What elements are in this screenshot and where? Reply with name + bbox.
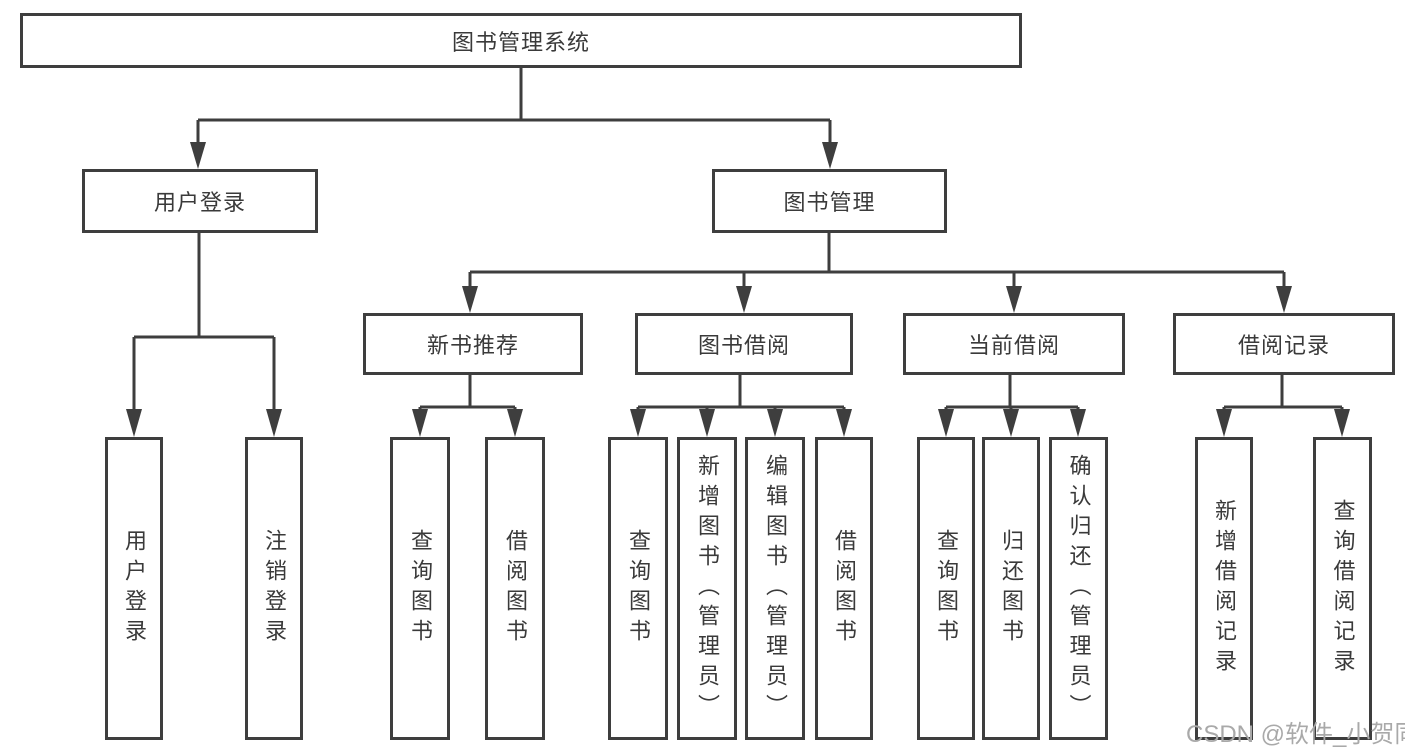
leaf-logout: 注销登录 [245,437,303,740]
leaf-user-login: 用户登录 [105,437,163,740]
leaf-current-return-books: 归还图书 [982,437,1040,740]
node-book-borrowing: 图书借阅 [635,313,853,375]
leaf-records-add-borrow-record: 新增借阅记录 [1195,437,1253,740]
leaf-borrowing-borrow-books: 借阅图书 [815,437,873,740]
leaf-records-query-borrow-record: 查询借阅记录 [1313,437,1372,740]
node-library-system: 图书管理系统 [20,13,1022,68]
arrowheads [126,142,1350,437]
node-user-login: 用户登录 [82,169,318,233]
node-borrow-records: 借阅记录 [1173,313,1395,375]
node-current-borrowing: 当前借阅 [903,313,1125,375]
leaf-recommend-borrow-books: 借阅图书 [485,437,545,740]
csdn-watermark: CSDN @软件_小贺同学 [1186,721,1405,747]
node-book-management: 图书管理 [712,169,947,233]
leaf-recommend-query-books: 查询图书 [390,437,450,740]
leaf-borrowing-edit-books-admin: 编辑图书（管理员） [745,437,805,740]
leaf-borrowing-add-books-admin: 新增图书（管理员） [677,437,737,740]
leaf-borrowing-query-books: 查询图书 [608,437,668,740]
leaf-current-query-books: 查询图书 [917,437,975,740]
leaf-current-confirm-return-admin: 确认归还（管理员） [1049,437,1108,740]
node-new-book-recommend: 新书推荐 [363,313,583,375]
